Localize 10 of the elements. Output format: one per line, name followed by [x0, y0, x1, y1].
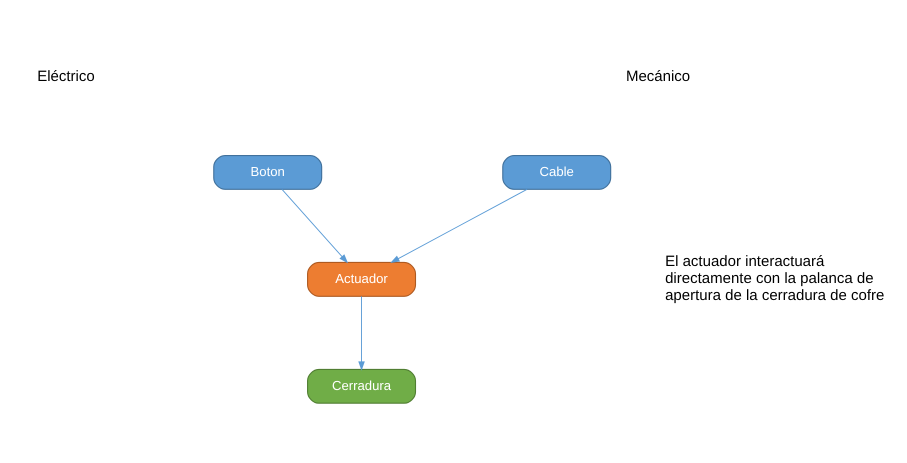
- label: Mecánico: [626, 68, 690, 85]
- label: Eléctrico: [37, 68, 95, 85]
- arrow: [390, 188, 528, 262]
- node-box: Boton: [213, 154, 322, 190]
- node-box: Cable: [502, 154, 612, 190]
- arrow: [358, 295, 365, 370]
- node-box: Cerradura: [307, 368, 416, 404]
- arrow: [281, 188, 348, 263]
- label: El actuador interactuará directamente con la palanca de apertura de la cerradura de cofre: [665, 252, 884, 304]
- node-box: Actuador: [307, 261, 416, 296]
